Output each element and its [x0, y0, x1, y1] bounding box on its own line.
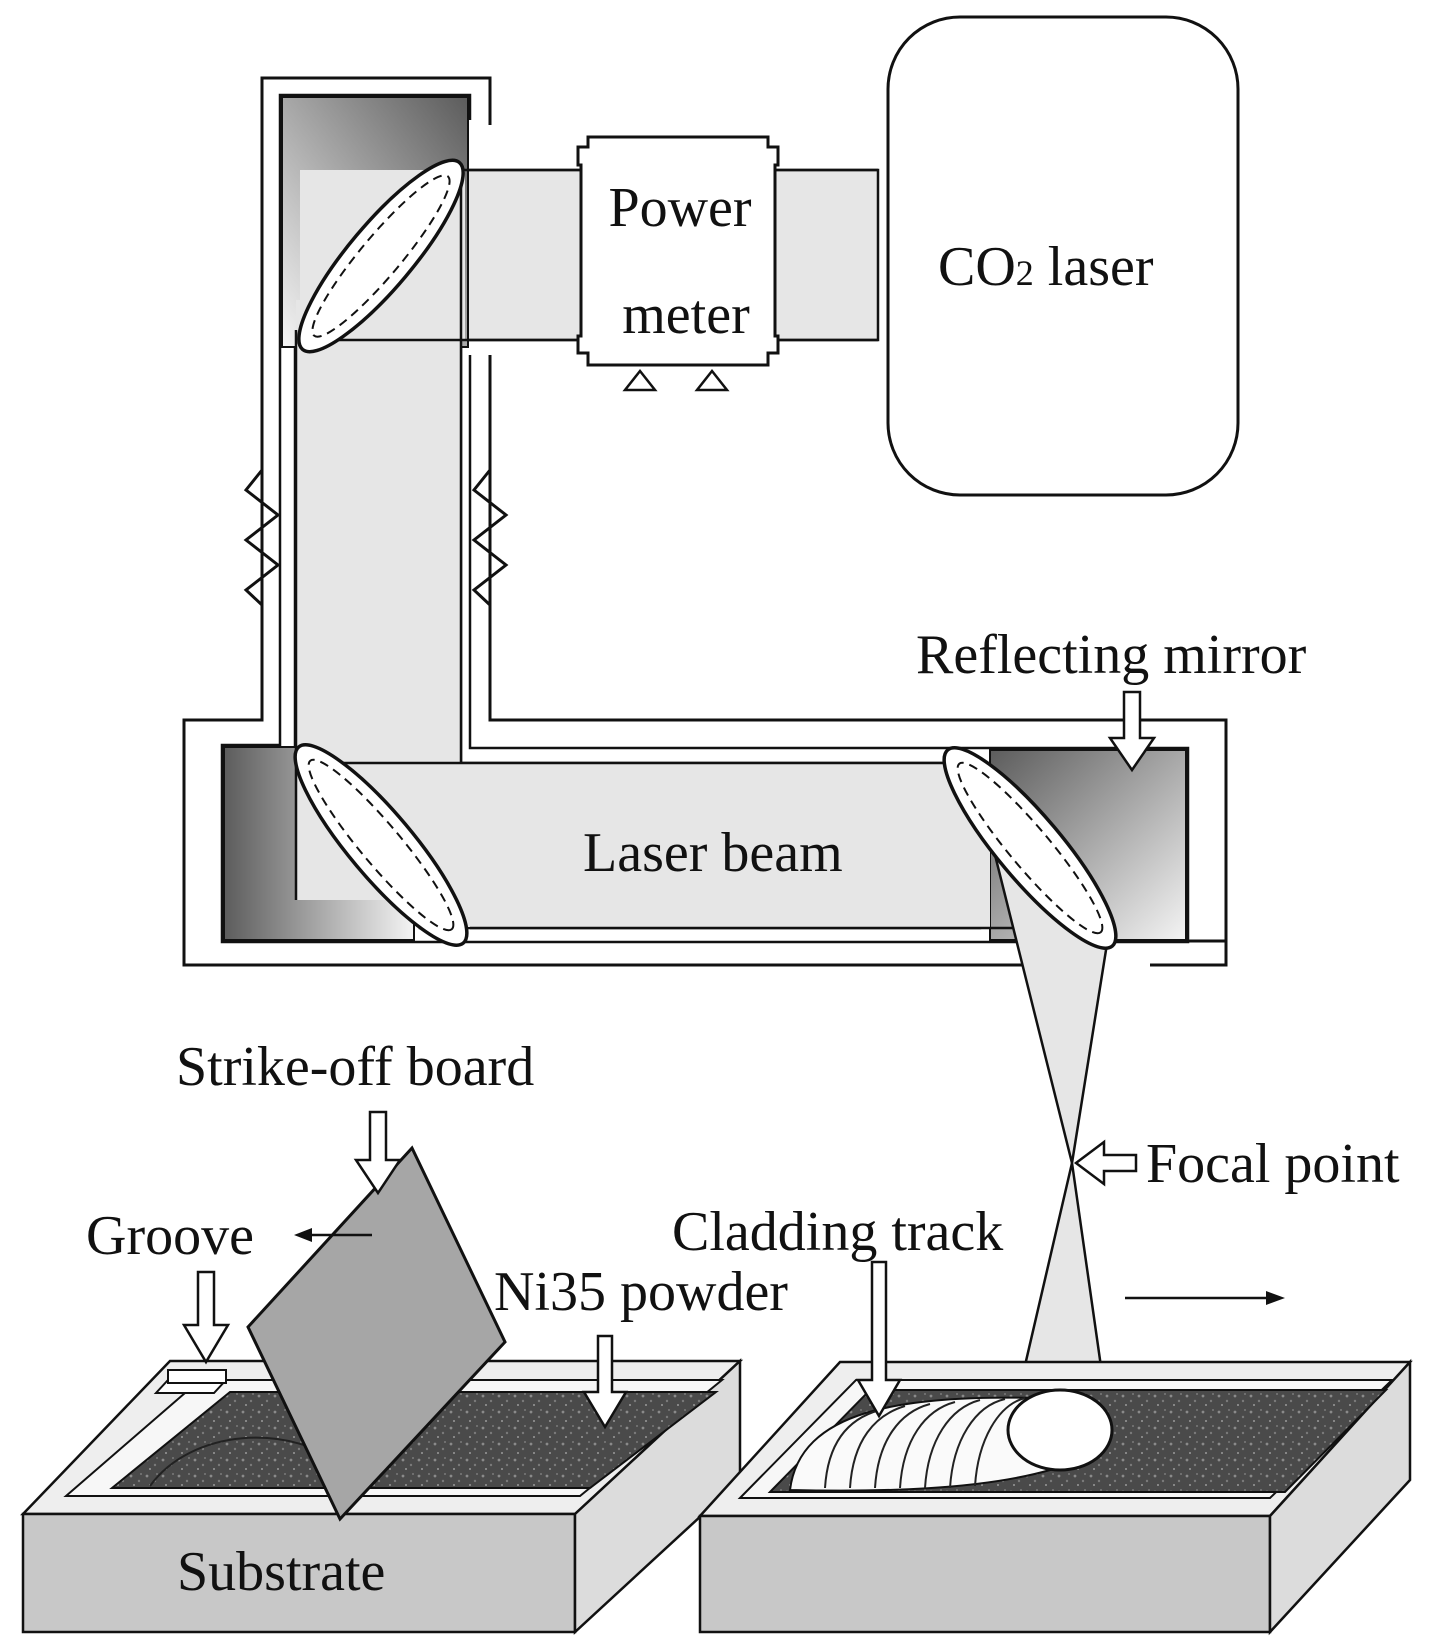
strike-off-board-arrow	[353, 1110, 403, 1196]
co2-laser-label: CO2 laser	[938, 236, 1154, 298]
power-meter-label-line1: Power	[608, 177, 751, 239]
mirror-top-left	[297, 158, 465, 354]
laser-beam-label: Laser beam	[583, 822, 843, 884]
strike-off-board	[246, 1145, 507, 1522]
housing-exit-gap	[1100, 958, 1150, 968]
groove-strip	[167, 1369, 227, 1384]
reflecting-mirror-label: Reflecting mirror	[916, 624, 1307, 686]
travel-direction-arrow	[1125, 1291, 1285, 1305]
beam-bottom-over-mount	[420, 764, 990, 927]
right-substrate-assembly	[697, 1358, 1413, 1636]
power-meter: Power meter	[576, 135, 780, 392]
power-meter-foot-left	[622, 368, 658, 392]
cladding-track-ripples	[824, 1397, 1026, 1489]
left-substrate-assembly	[20, 1145, 744, 1635]
ni35-powder-label: Ni35 powder	[494, 1261, 788, 1323]
focal-point-arrow	[1073, 1139, 1138, 1187]
power-meter-foot-right	[694, 368, 730, 392]
bellows-right	[471, 469, 509, 607]
right-substrate-front	[698, 1514, 1272, 1634]
bellows-left	[243, 469, 281, 607]
co2-laser: CO2 laser	[886, 15, 1240, 497]
mirror-bottom-left	[293, 743, 469, 947]
focal-point-label: Focal point	[1146, 1133, 1400, 1195]
cladding-track-arrow	[855, 1260, 903, 1419]
reflecting-mirror-arrow	[1107, 690, 1157, 773]
beam-guide-housing	[182, 76, 1228, 967]
substrate-label: Substrate	[177, 1541, 385, 1603]
mirror-right	[942, 746, 1118, 950]
laser-spot	[1006, 1388, 1114, 1472]
ni35-powder-arrow	[581, 1334, 629, 1430]
strike-off-board-label: Strike-off board	[176, 1036, 534, 1098]
cladding-track-label: Cladding track	[672, 1201, 1003, 1263]
board-move-arrow	[294, 1228, 372, 1242]
power-meter-label-line2: meter	[622, 284, 750, 346]
groove-arrow	[181, 1270, 231, 1365]
inner-duct	[220, 93, 1190, 944]
groove-label: Groove	[86, 1205, 254, 1267]
